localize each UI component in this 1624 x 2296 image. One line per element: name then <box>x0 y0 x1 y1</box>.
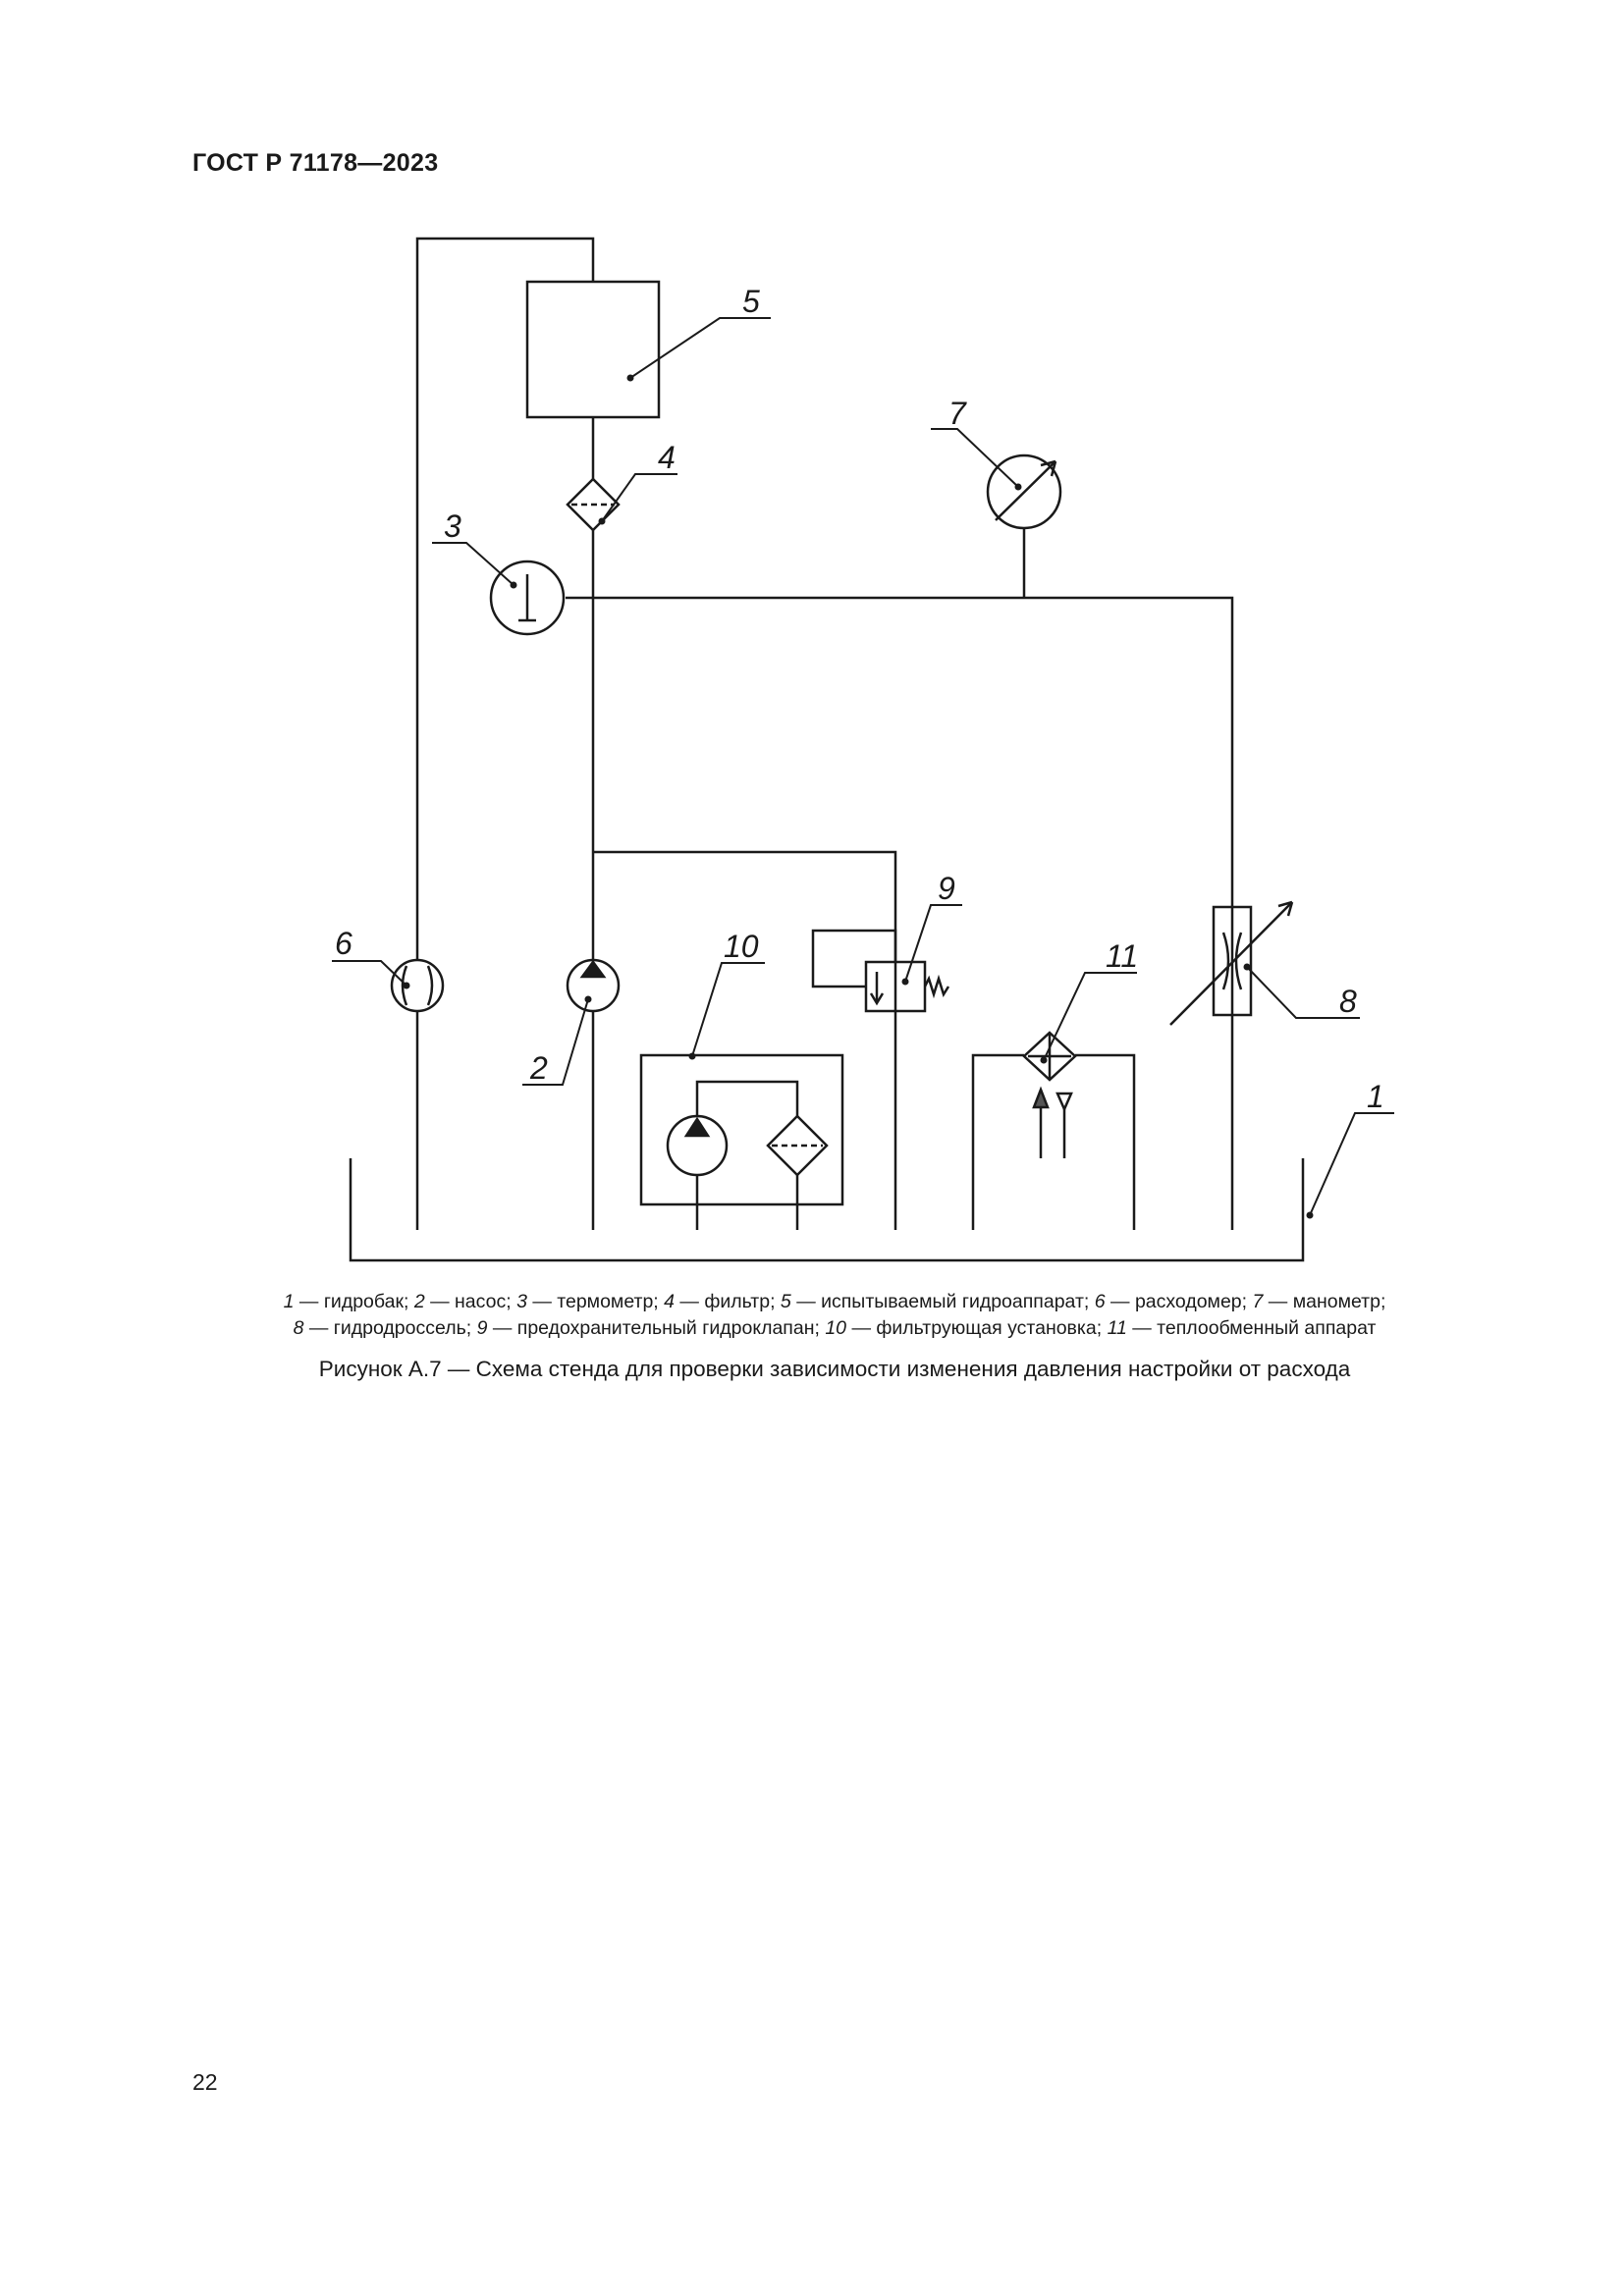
figure-legend-line-1: 1 — гидробак; 2 — насос; 3 — термометр; … <box>147 1289 1522 1315</box>
legend-item: 8 — гидродроссель; <box>293 1317 472 1339</box>
flowmeter-symbol <box>390 958 445 1013</box>
callout-label-3: 3 <box>444 508 461 544</box>
manometer-symbol <box>986 454 1062 530</box>
callout-label-9: 9 <box>938 871 955 906</box>
legend-item: 2 — насос; <box>413 1291 512 1312</box>
legend-item: 9 — предохранительный гидроклапан; <box>476 1317 820 1339</box>
legend-item: 10 — фильтрующая установка; <box>825 1317 1103 1339</box>
tested-device-box <box>525 280 661 419</box>
figure-caption: Рисунок А.7 — Схема стенда для проверки … <box>318 1357 1351 1381</box>
callout-label-2: 2 <box>529 1050 548 1086</box>
legend-item: 7 — манометр; <box>1252 1291 1386 1312</box>
document-code: ГОСТ Р 71178—2023 <box>192 149 439 177</box>
callout-label-11: 11 <box>1106 938 1138 974</box>
pressure-line <box>566 417 1234 1230</box>
callout-label-10: 10 <box>724 929 759 964</box>
legend-item: 1 — гидробак; <box>283 1291 409 1312</box>
legend-item: 11 — теплообменный аппарат <box>1107 1317 1377 1339</box>
callout-label-6: 6 <box>335 926 352 961</box>
relief-valve-symbol <box>811 929 950 1013</box>
heat-exchanger-symbol <box>971 1031 1136 1230</box>
callout-label-8: 8 <box>1339 984 1357 1019</box>
figure-legend-line-2: 8 — гидродроссель; 9 — предохранительный… <box>147 1315 1522 1342</box>
callout-label-5: 5 <box>742 284 760 319</box>
callout-label-7: 7 <box>948 396 967 431</box>
page-number: 22 <box>192 2069 218 2095</box>
filter-symbol <box>566 477 621 532</box>
thermometer-symbol <box>489 560 566 636</box>
callout-dots <box>403 374 1314 1219</box>
callout-leaders <box>332 317 1394 1216</box>
legend-item: 4 — фильтр; <box>664 1291 776 1312</box>
pump-symbol <box>566 958 621 1013</box>
hydraulic-test-bench-diagram: 5 4 3 7 6 2 10 9 11 8 1 <box>332 237 1394 1262</box>
return-line <box>415 237 595 1230</box>
throttle-symbol <box>1169 900 1294 1026</box>
hydraulic-tank <box>349 1158 1305 1262</box>
legend-item: 3 — термометр; <box>516 1291 659 1312</box>
filter-unit-symbol <box>639 1053 844 1230</box>
legend-item: 5 — испытываемый гидроаппарат; <box>780 1291 1090 1312</box>
callout-label-1: 1 <box>1367 1079 1384 1114</box>
legend-item: 6 — расходомер; <box>1094 1291 1248 1312</box>
callout-label-4: 4 <box>658 440 676 475</box>
